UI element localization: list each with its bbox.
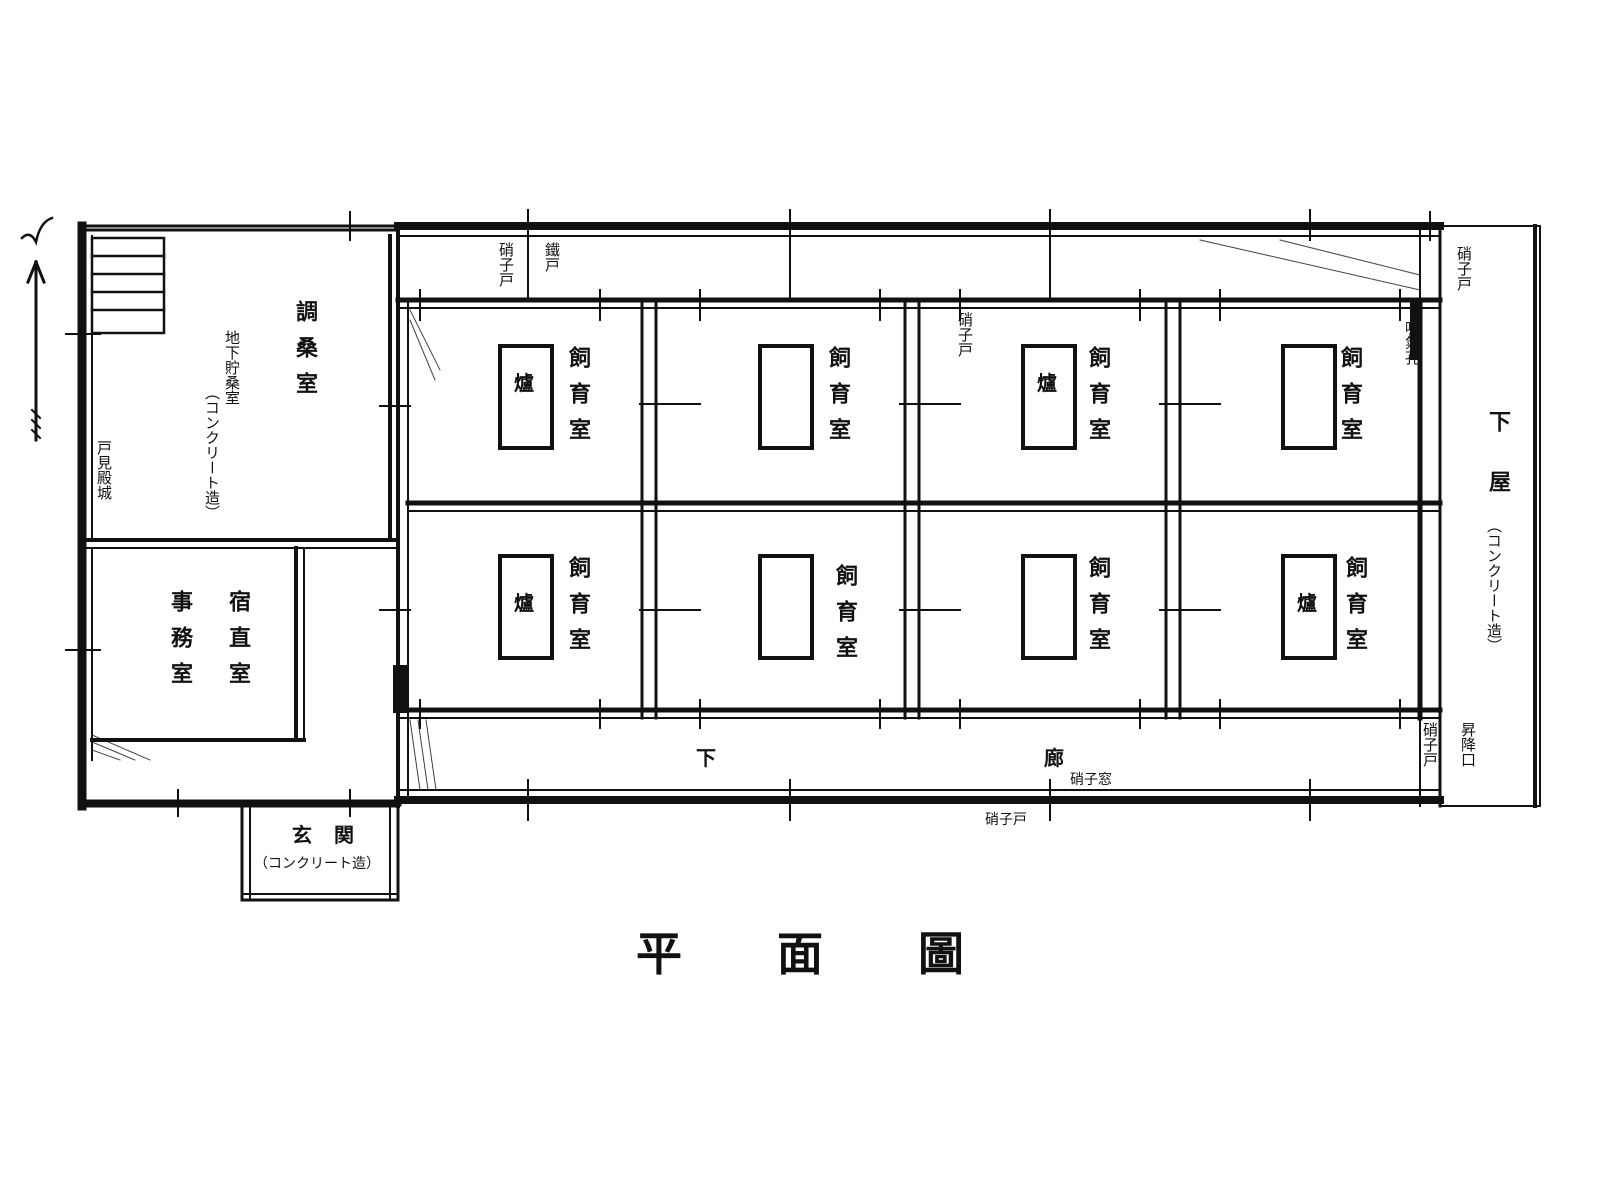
label-shiiku-4: 飼育室 bbox=[1337, 345, 1364, 454]
label-garasu-do-2: 硝子戸 bbox=[956, 312, 974, 357]
label-shiiku-1: 飼育室 bbox=[565, 345, 592, 454]
staircase bbox=[90, 236, 166, 335]
label-genkan-sub: （コンクリート造） bbox=[254, 856, 380, 872]
label-jimu: 事務室 bbox=[167, 589, 193, 698]
label-tetsu-do: 鐵戸 bbox=[543, 241, 561, 272]
label-shiiku-2: 飼育室 bbox=[825, 345, 852, 454]
label-chowa: 調桑室 bbox=[292, 299, 318, 408]
label-ka-shitsu-1: 下 bbox=[1485, 410, 1511, 432]
label-ro-4: 爐 bbox=[1297, 591, 1317, 615]
label-shiiku-7: 飼育室 bbox=[1085, 555, 1112, 664]
label-shiiku-5: 飼育室 bbox=[565, 555, 592, 664]
label-garasu-do-4: 硝子戸 bbox=[1421, 722, 1439, 767]
label-shiiku-6: 飼育室 bbox=[832, 563, 859, 672]
label-rouka-2: 廊 bbox=[1044, 746, 1064, 770]
label-chika-lower: （コンクリート造） bbox=[203, 385, 221, 520]
label-garasu-mado: 硝子窓 bbox=[1070, 771, 1112, 788]
label-kyuki: 吸氣孔 bbox=[1403, 320, 1421, 366]
hearth-frames bbox=[498, 344, 1337, 660]
label-genkan: 玄関 bbox=[292, 823, 376, 847]
label-ka-shitsu: 屋 bbox=[1485, 470, 1511, 493]
label-ro-2: 爐 bbox=[1037, 371, 1057, 395]
north-arrow bbox=[20, 216, 54, 442]
label-chika-upper: 地下貯桑室 bbox=[223, 330, 241, 405]
label-doken: 戸見殿城 bbox=[95, 440, 113, 501]
label-garasu-do-3: 硝子戸 bbox=[1455, 246, 1473, 291]
diagram-caption: 平面圖 bbox=[636, 927, 1059, 981]
label-shukuchoku: 宿直室 bbox=[225, 589, 251, 698]
label-shiiku-3: 飼育室 bbox=[1085, 345, 1112, 454]
entrance-outline bbox=[240, 804, 400, 902]
label-ro-1: 爐 bbox=[514, 371, 534, 395]
annex-outline bbox=[1439, 225, 1541, 807]
label-shiiku-8: 飼育室 bbox=[1342, 555, 1369, 664]
label-garasu-do-1: 硝子戸 bbox=[497, 242, 515, 287]
label-ro-3: 爐 bbox=[514, 591, 534, 615]
label-shoshitsu: 昇降口 bbox=[1459, 722, 1477, 767]
label-bottom-garasu: 硝子戸 bbox=[985, 812, 1027, 828]
label-rouka-1: 下 bbox=[696, 746, 716, 770]
left-block-outline bbox=[80, 224, 400, 808]
label-ka-shitsu-sub: （コンクリート造） bbox=[1485, 518, 1503, 653]
entrance-label: 玄関 （コンクリート造） bbox=[254, 823, 380, 872]
